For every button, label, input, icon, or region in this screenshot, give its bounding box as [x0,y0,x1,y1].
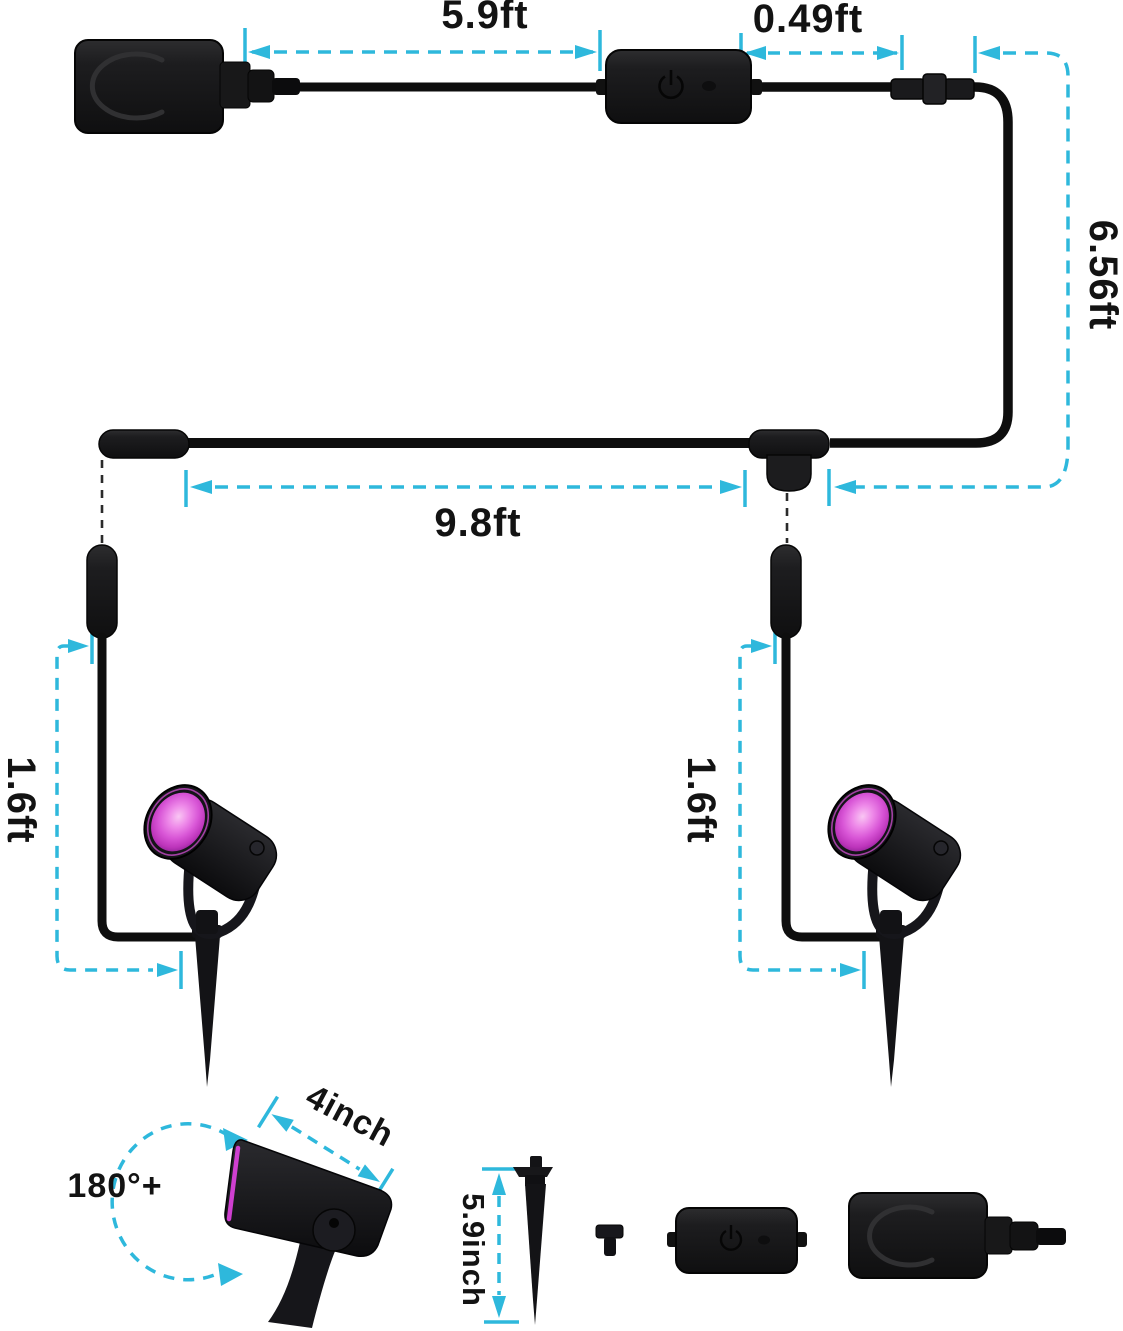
adapter-seam [89,51,165,121]
lens-rim-stripe [226,1145,241,1222]
inline-connector [890,73,975,105]
ground-stake [513,1156,553,1325]
spotlight-left [87,545,285,1087]
label-adapter-to-controller: 5.9ft [441,0,529,37]
label-vertical-run: 6.56ft [1081,219,1123,331]
power-button-icon [719,1225,743,1251]
controller-dimple [702,81,716,91]
smart-controller-top [596,49,762,124]
label-horizontal-run: 9.8ft [434,501,522,545]
spotlight-right [771,545,969,1087]
dimension-6-56ft [827,36,1070,506]
main-cable [188,82,1013,448]
dimension-5-9ft [243,28,602,71]
dimension-4inch [256,1095,395,1201]
label-ground-stake-length: 5.9inch [456,1193,491,1307]
smart-controller-bottom [667,1207,807,1274]
end-connector [98,429,190,459]
power-adapter-bottom [848,1192,1066,1279]
spotlight-head [224,1139,393,1258]
dimension-9-8ft [184,470,747,507]
hinge-hole [329,1218,339,1228]
label-right-light-lead: 1.6ft [679,756,723,844]
spotlight-arm [268,1240,340,1328]
tee-connector [748,429,830,492]
rotation-arc [110,1122,248,1286]
thumb-screw [595,1224,624,1256]
dimension-5-9inch [482,1167,519,1324]
label-controller-to-connector: 0.49ft [752,0,864,41]
power-button-icon [658,70,684,100]
power-adapter-top [74,39,300,134]
label-left-light-lead: 1.6ft [0,756,43,844]
label-rotation-range: 180°+ [67,1167,163,1205]
spotlight-detail [224,1139,393,1328]
hinge-hub [312,1208,356,1252]
